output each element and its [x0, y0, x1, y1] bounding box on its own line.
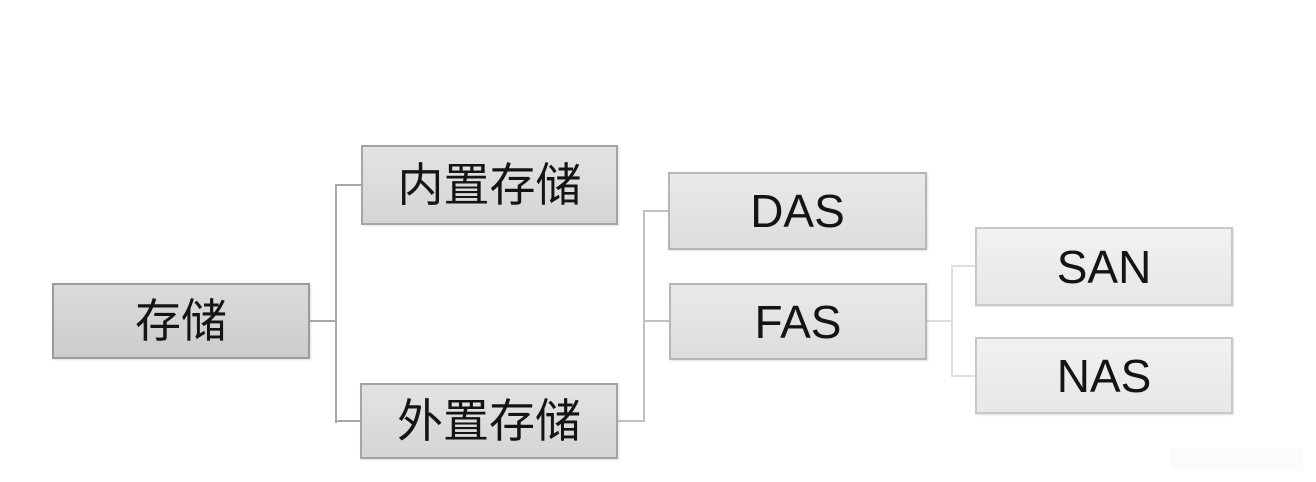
node-internal-storage-label: 内置存储 [397, 159, 582, 211]
node-san-label: SAN [1056, 240, 1152, 293]
node-external-storage-label: 外置存储 [397, 395, 581, 447]
connector-root-trunk-stub [308, 320, 337, 322]
node-fas-label: FAS [754, 295, 842, 348]
node-storage-label: 存储 [135, 295, 227, 347]
connector-fas-to-san [951, 265, 976, 267]
node-das[interactable]: DAS [668, 172, 927, 250]
connector-external-to-fas [643, 320, 670, 322]
connector-external-trunk-stub [616, 420, 645, 422]
node-external-storage[interactable]: 外置存储 [360, 383, 618, 459]
node-internal-storage[interactable]: 内置存储 [361, 145, 618, 225]
connector-root-to-internal [335, 184, 362, 186]
node-das-label: DAS [750, 185, 845, 237]
watermark-remnant [1170, 448, 1303, 470]
node-nas-label: NAS [1056, 349, 1152, 402]
connector-fas-trunk-stub [925, 320, 953, 322]
connector-root-trunk-vertical [335, 184, 337, 423]
connector-external-trunk-vertical [643, 210, 645, 422]
connector-root-to-external [335, 420, 361, 422]
node-storage[interactable]: 存储 [52, 283, 310, 359]
node-san[interactable]: SAN [975, 227, 1233, 306]
node-nas[interactable]: NAS [975, 337, 1233, 414]
connector-fas-to-nas [951, 375, 976, 377]
node-fas[interactable]: FAS [669, 283, 927, 360]
connector-fas-trunk-vertical [951, 265, 953, 377]
connector-external-to-das [643, 210, 669, 212]
